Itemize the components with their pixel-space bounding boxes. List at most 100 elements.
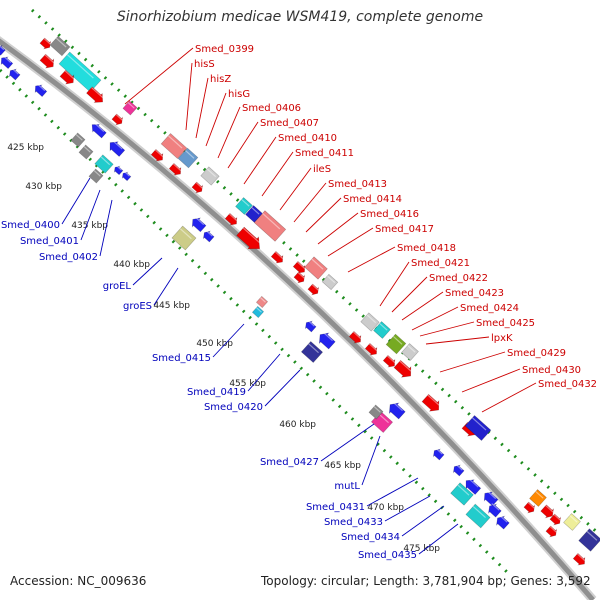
gene-shape [191, 217, 207, 233]
gene-highlight [373, 406, 381, 413]
gene-highlight [168, 135, 183, 149]
tick-label: 455 kbp [229, 379, 266, 389]
gene-shape [464, 415, 492, 441]
reverse-gene-label: Smed_0433 [324, 517, 383, 528]
forward-gene-label: Smed_0417 [375, 224, 434, 235]
gene-highlight [491, 503, 500, 511]
gene-shape [382, 354, 396, 368]
gene-highlight [241, 199, 250, 207]
gene-shape [563, 513, 581, 531]
forward-gene-glyph [70, 132, 86, 148]
gene-highlight [66, 54, 94, 79]
gene-shape [202, 230, 215, 243]
forward-gene-label: Smed_0429 [507, 348, 566, 359]
gene-highlight [179, 228, 192, 240]
gene-shape [78, 144, 94, 160]
leader-line [439, 351, 506, 373]
gene-shape [235, 197, 253, 215]
forward-gene-label: Smed_0432 [538, 379, 597, 390]
forward-gene-glyph [39, 53, 55, 69]
gene-highlight [311, 258, 324, 270]
gene-shape [483, 491, 499, 507]
gene-highlight [486, 490, 497, 500]
forward-gene-label: lpxK [491, 333, 513, 344]
gene-shape [150, 148, 164, 162]
reverse-gene-glyph [318, 331, 336, 350]
gene-highlight [322, 331, 333, 342]
reverse-gene-labels: Smed_0400Smed_0401Smed_0402groELgroESSme… [1, 220, 417, 561]
gene-shape [293, 271, 306, 284]
tick-label: 425 kbp [7, 143, 44, 153]
gene-highlight [297, 272, 305, 279]
reverse-gene-glyph [483, 490, 499, 507]
gene-shape [304, 256, 328, 280]
gene-highlight [111, 139, 123, 150]
gene-highlight [296, 261, 306, 270]
accession-text: Accession: NC_009636 [10, 574, 147, 588]
forward-gene-label: hisZ [210, 74, 231, 85]
gene-shape [360, 312, 380, 332]
gene-highlight [127, 102, 135, 109]
gene-highlight [569, 515, 578, 523]
gene-highlight [457, 484, 470, 496]
gene-shape [364, 342, 378, 356]
gene-shape [529, 489, 547, 507]
reverse-gene-glyph [388, 401, 406, 420]
forward-gene-glyph [200, 166, 220, 186]
reverse-gene-label: Smed_0401 [20, 236, 79, 247]
reverse-gene-glyph [8, 68, 21, 81]
reverse-gene-label: groEL [103, 281, 132, 292]
gene-shape [373, 321, 391, 339]
gene-highlight [75, 134, 83, 141]
gene-shape [465, 503, 491, 529]
gene-shape [111, 113, 124, 126]
forward-gene-glyph [39, 37, 52, 50]
tick-label: 450 kbp [196, 339, 233, 349]
forward-gene-glyph [421, 393, 440, 412]
gene-highlight [124, 171, 130, 177]
forward-gene-glyph [385, 333, 407, 355]
leader-line [361, 435, 381, 486]
leader-line [205, 92, 227, 147]
gene-shape [540, 504, 554, 519]
gene-shape [401, 343, 419, 361]
gene-highlight [93, 170, 101, 177]
forward-gene-label: ileS [313, 164, 331, 175]
leader-line [384, 495, 431, 522]
leader-line [391, 276, 428, 313]
gene-highlight [100, 156, 111, 166]
forward-gene-glyph [251, 305, 265, 319]
gene-highlight [43, 38, 51, 45]
gene-shape [545, 525, 558, 538]
gene-shape [177, 147, 199, 169]
forward-gene-glyph [549, 513, 562, 526]
gene-highlight [184, 150, 195, 159]
leader-line [461, 368, 521, 393]
gene-shape [307, 283, 320, 296]
forward-gene-glyph [150, 148, 164, 162]
forward-gene-label: Smed_0425 [476, 318, 535, 329]
forward-gene-label: Smed_0410 [278, 133, 337, 144]
gene-highlight [172, 163, 182, 172]
leader-line [124, 47, 194, 105]
leader-line [212, 323, 245, 358]
forward-gene-glyph [300, 341, 324, 363]
reverse-gene-glyph [452, 464, 465, 477]
leader-line [293, 182, 327, 223]
forward-gene-glyph [373, 321, 391, 339]
gene-highlight [399, 360, 412, 372]
map-title: Sinorhizobium medicae WSM419, complete g… [116, 9, 484, 25]
gene-shape [421, 393, 440, 412]
forward-gene-label: Smed_0413 [328, 179, 387, 190]
forward-gene-label: Smed_0411 [295, 148, 354, 159]
reverse-gene-label: Smed_0415 [152, 353, 211, 364]
gene-shape [49, 35, 71, 57]
gene-highlight [206, 168, 217, 178]
leader-line [401, 291, 444, 321]
forward-gene-labels: Smed_0399hisShisZhisGSmed_0406Smed_0407S… [194, 44, 597, 390]
gene-highlight [260, 297, 266, 303]
forward-gene-label: Smed_0414 [343, 194, 402, 205]
reverse-gene-glyph [0, 44, 6, 56]
